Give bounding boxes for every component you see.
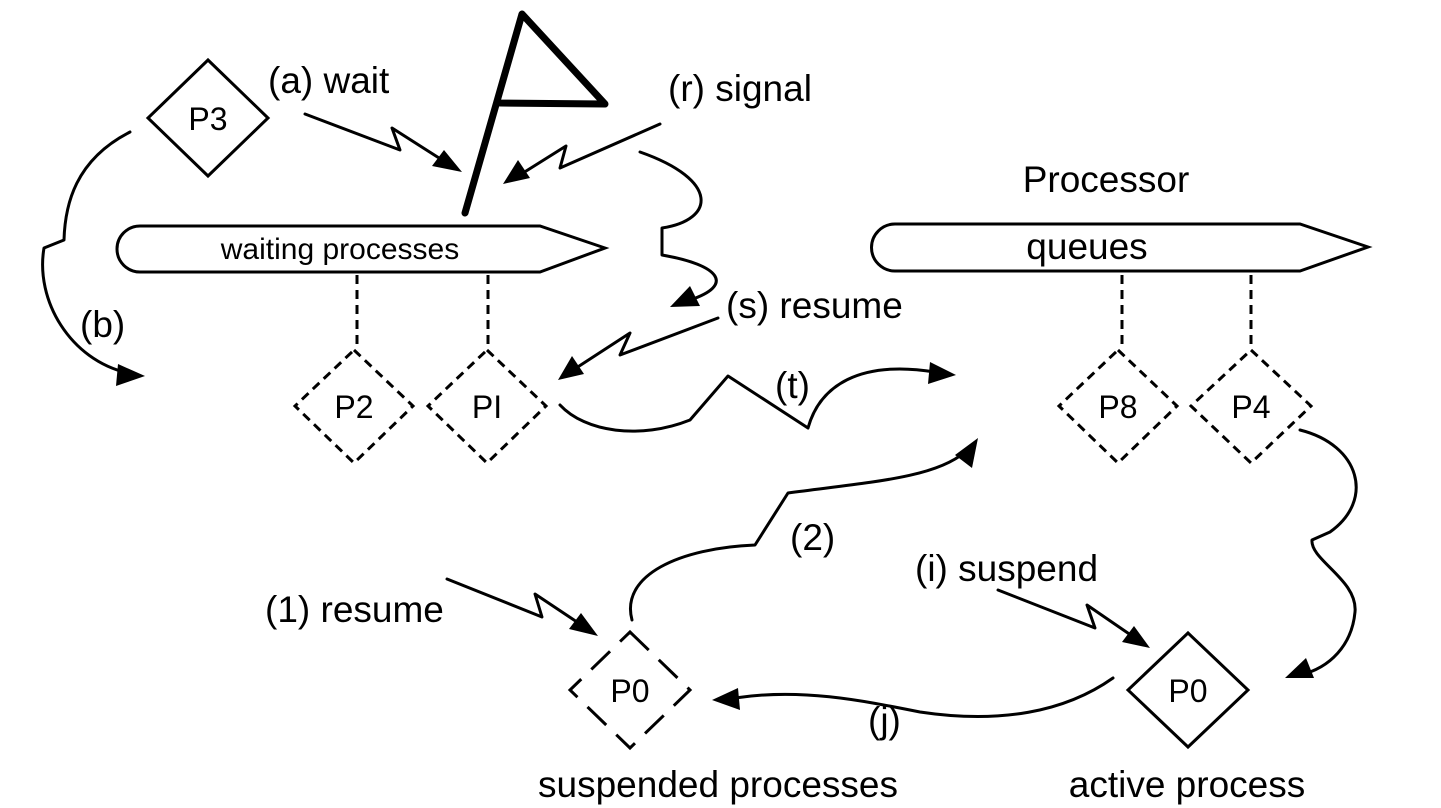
p0-suspended-label: P0 [610,673,649,709]
active-caption: active process [1069,764,1306,805]
p4-to-active-arrow [1285,428,1358,678]
j-arrow [712,676,1115,719]
p8-label: P8 [1098,389,1137,425]
process-p0-suspended: P0 [567,629,693,751]
queue-connectors [355,275,1253,350]
j-label: (j) [868,700,901,741]
semaphore-flag [461,10,609,217]
process-p1: PI [425,347,549,466]
resume-1-arrow [445,577,598,636]
resume-s-arrow [558,316,720,380]
b-label: (b) [80,304,125,345]
wait-label: (a) wait [268,60,390,101]
process-p2: P2 [292,347,416,466]
resume-s-label: (s) resume [726,285,903,326]
signal-arrow [503,122,662,184]
process-p4: P4 [1188,347,1314,466]
waiting-processes-queue: waiting processes [115,224,610,274]
resume-1-label: (1) resume [265,589,444,630]
b-arrow [41,130,145,386]
p4-label: P4 [1231,389,1270,425]
process-p8: P8 [1056,347,1180,466]
process-p3: P3 [145,57,271,179]
suspend-arrow [996,588,1150,648]
p1-label: PI [472,389,502,425]
signal-label: (r) signal [668,68,812,109]
t-arrow [558,362,956,433]
two-arrow [629,438,978,622]
processor-queues: Processor queues [870,159,1373,273]
p3-label: P3 [188,101,227,137]
suspended-caption: suspended processes [538,764,898,805]
two-label: (2) [790,517,835,558]
t-label: (t) [775,365,810,406]
p0-active-label: P0 [1168,673,1207,709]
signal-to-resume-curve [638,150,718,307]
processor-queue-label: queues [1026,226,1147,267]
p2-label: P2 [334,389,373,425]
process-p0-active: P0 [1125,630,1251,750]
processor-title: Processor [1023,159,1190,200]
wait-arrow [303,112,462,172]
waiting-queue-label: waiting processes [220,233,459,266]
suspend-label: (i) suspend [915,548,1098,589]
